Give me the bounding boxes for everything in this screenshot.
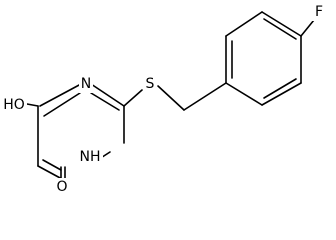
atom-label-sulfur: S (146, 76, 155, 92)
bond-layer (26, 11, 315, 180)
atom-label-ring-nh: NH (80, 149, 101, 165)
bond-c6ar-c1 (225, 82, 263, 106)
atom-label-carbonyl-oxygen: O (56, 179, 67, 195)
bond-c4ar-f (300, 19, 315, 37)
atom-label-ring-nitrogen: N (81, 76, 91, 92)
bond-c6-oh (26, 103, 39, 107)
bond-c3-c4ar (261, 11, 302, 37)
atom-label-hydroxyl: HO (3, 97, 25, 113)
bond-c6-n1 (39, 83, 82, 107)
molecule-structure: F S HO N NH O (1, 3, 327, 196)
atom-label-fluorine: F (315, 4, 323, 20)
bond-c2ar-c3 (225, 11, 263, 37)
atom-label-layer: F S HO N NH O (1, 3, 327, 196)
bond-c2-s (123, 89, 143, 107)
bond-n1-c2 (90, 83, 125, 107)
bond-c4-c5 (37, 165, 63, 180)
bond-c5-c6ar (261, 82, 302, 106)
bond-c4-c5-double (42, 159, 62, 171)
bond-c3-c4ar-double (263, 18, 297, 40)
bond-ch2-c1 (183, 82, 227, 111)
bond-c6-n1-double (43, 92, 81, 117)
bond-c5-c6ar-double (263, 78, 297, 99)
bond-n1-c2-double (90, 92, 120, 111)
bond-s-ch2 (157, 85, 185, 111)
